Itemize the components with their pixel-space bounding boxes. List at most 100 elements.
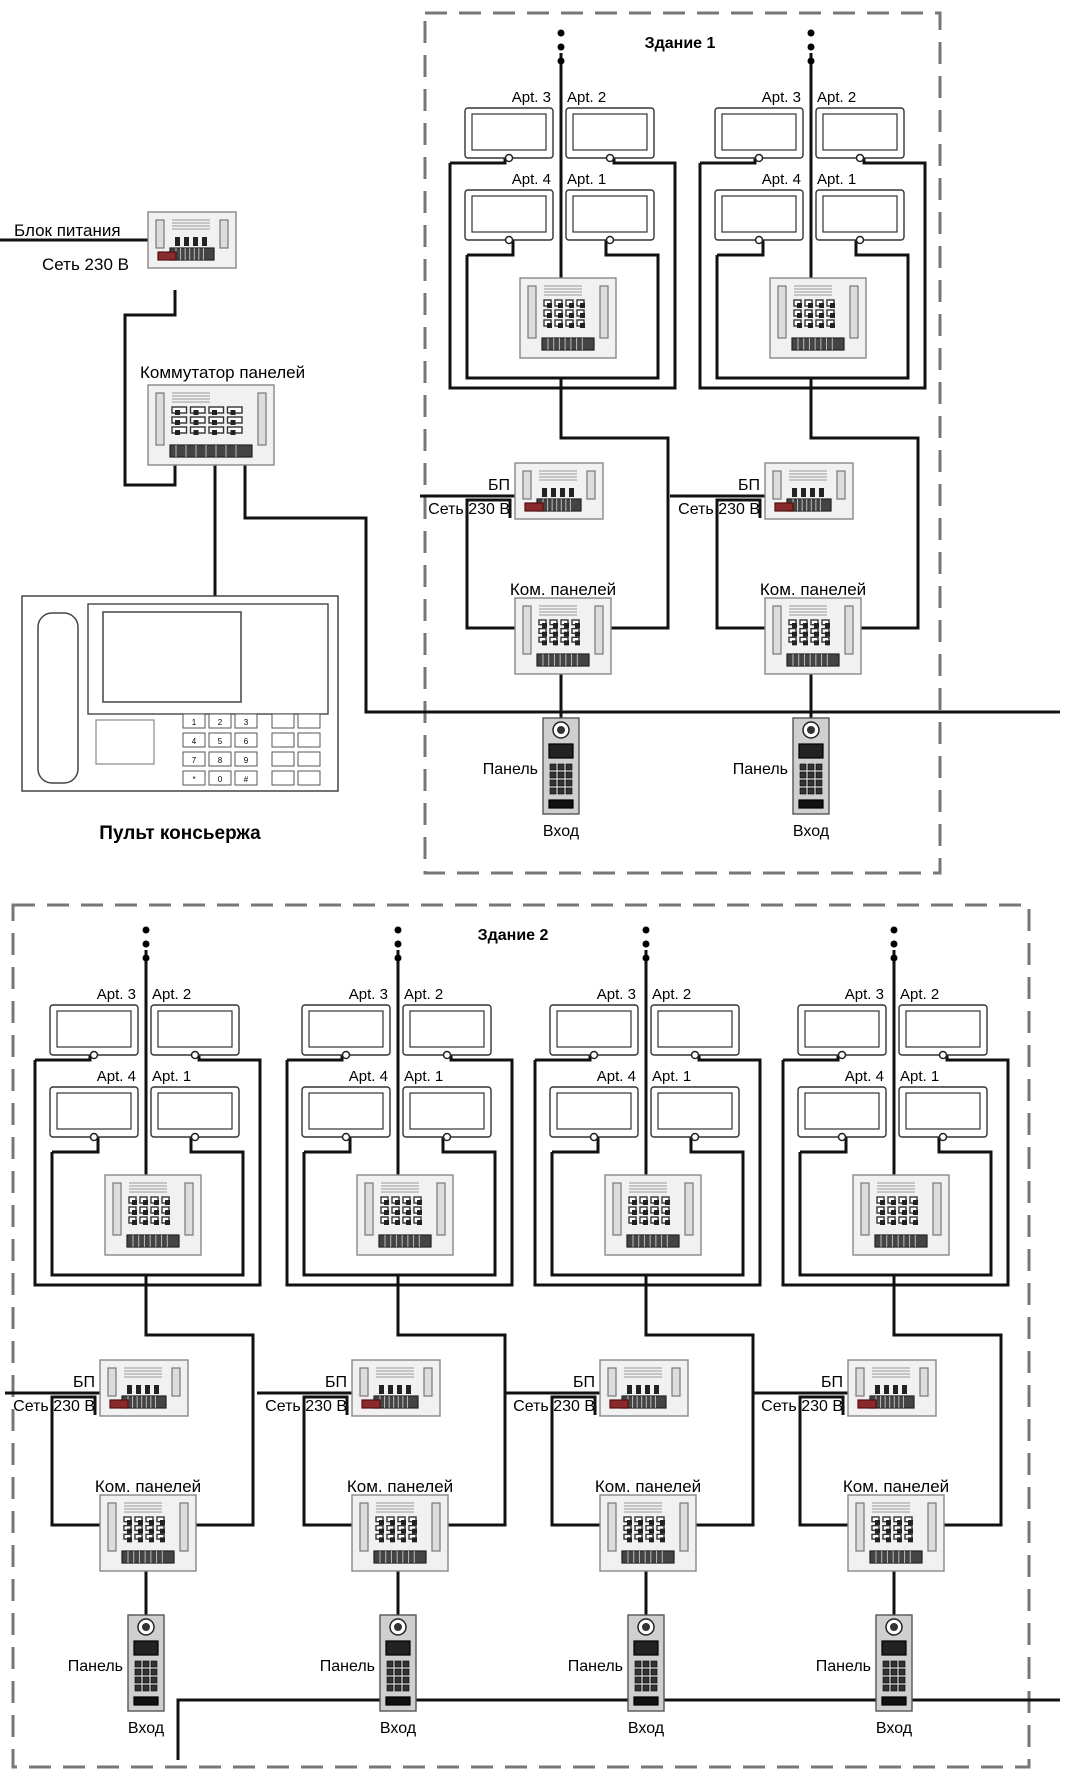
relay-contact	[202, 241, 207, 246]
wire-apt3	[783, 1055, 840, 1062]
side-rail-right	[423, 1367, 433, 1397]
label-panel-switch: Ком. панелей	[760, 580, 866, 599]
relay-contact	[165, 1220, 170, 1225]
label-apt1: Apt. 1	[567, 171, 606, 188]
keypad-key	[650, 1676, 658, 1684]
loop-inner	[302, 1137, 497, 1277]
relay-contact	[542, 640, 547, 646]
relay-contact	[803, 640, 808, 646]
label-apt3: Apt. 3	[762, 89, 801, 106]
monitor-apt4	[301, 1086, 391, 1142]
power-supply-bp	[847, 1359, 937, 1417]
console-key	[182, 751, 206, 767]
relay-contact	[825, 631, 830, 637]
relay-contact	[810, 492, 815, 497]
door-panel-display	[133, 1640, 159, 1656]
relay-contact	[792, 631, 797, 637]
side-rail-left	[155, 219, 165, 249]
relay-contact	[175, 410, 180, 415]
keypad-key	[898, 1668, 906, 1676]
relay-contact	[412, 1520, 417, 1525]
relay-contact	[395, 1220, 400, 1225]
loop-outer	[698, 158, 927, 390]
relay-contact	[127, 1528, 132, 1534]
relay-contact	[654, 1210, 659, 1215]
keypad-key	[650, 1684, 658, 1692]
relay-contact	[154, 1389, 159, 1394]
side-rail-left	[359, 1502, 369, 1552]
console-key-label: 4	[192, 737, 197, 746]
relay-contact	[384, 1220, 389, 1225]
console-key-label: 1	[192, 718, 197, 727]
monitor-apt4	[549, 1086, 639, 1142]
label-apt3: Apt. 3	[349, 986, 388, 1003]
terminal-block	[874, 1234, 928, 1248]
relay-contact	[154, 1220, 159, 1225]
relay-contact	[654, 1220, 659, 1225]
panel-switch	[764, 597, 862, 675]
monitor-screen	[721, 195, 797, 233]
keypad-key	[402, 1684, 410, 1692]
label-apt2: Apt. 2	[567, 89, 606, 106]
relay-contact	[897, 1520, 902, 1525]
relay-contact	[819, 303, 824, 308]
relay-contact	[569, 492, 574, 497]
dot	[394, 926, 402, 934]
label-apt1: Apt. 1	[652, 1068, 691, 1085]
label-mains-main: Сеть 230 В	[42, 255, 129, 274]
door-panel-display	[548, 743, 574, 759]
wire-apt4	[304, 1137, 352, 1154]
relay-contact	[913, 1210, 918, 1215]
label-panel: Панель	[816, 1658, 871, 1675]
psu-wire	[715, 498, 790, 630]
keypad-key	[898, 1676, 906, 1684]
side-rail-left	[522, 470, 532, 500]
relay-contact	[880, 1220, 885, 1225]
card-reader-pad	[95, 719, 155, 765]
distributor-4ways	[769, 277, 867, 359]
wire-apt3	[700, 158, 757, 165]
loop-inner	[798, 1137, 993, 1277]
console-key	[182, 713, 206, 729]
relay-contact	[395, 1210, 400, 1215]
relay-contact	[649, 1520, 654, 1525]
monitor-button-icon	[690, 1050, 700, 1060]
label-entrance: Вход	[380, 1720, 417, 1737]
relay-contact	[145, 1389, 150, 1394]
psu-wire	[302, 1395, 377, 1527]
keypad-key	[150, 1660, 158, 1668]
relay-contact	[553, 640, 558, 646]
relay-contact	[175, 241, 180, 246]
relay-contact	[136, 1389, 141, 1394]
terminal-block	[378, 1234, 432, 1248]
label-apt4: Apt. 4	[597, 1068, 636, 1085]
relay-contact	[797, 323, 802, 328]
relay-contact	[230, 430, 236, 435]
monitor-screen	[471, 195, 547, 233]
monitor-button-icon	[89, 1050, 99, 1060]
label-apt4: Apt. 4	[97, 1068, 136, 1085]
main-power-supply	[147, 211, 237, 269]
main-panel-switch	[147, 384, 275, 466]
relay-contact	[149, 1520, 154, 1525]
relay-contact	[390, 1520, 395, 1525]
relay-contact	[127, 1537, 132, 1543]
keypad-key	[150, 1676, 158, 1684]
dot	[642, 926, 650, 934]
monitor-apt3	[549, 1004, 639, 1060]
relay-contact	[792, 640, 797, 646]
side-rail-left	[112, 1182, 122, 1236]
dot	[142, 954, 150, 962]
side-rail-left	[607, 1367, 617, 1397]
monitor-apt2	[815, 107, 905, 163]
monitor-screen	[905, 1010, 981, 1048]
label-apt1: Apt. 1	[404, 1068, 443, 1085]
console-key	[208, 770, 232, 786]
relay-contact	[406, 1220, 411, 1225]
relay-contact	[792, 492, 797, 497]
monitor-screen	[56, 1010, 132, 1048]
keypad-key	[386, 1676, 394, 1684]
keypad-key	[890, 1660, 898, 1668]
panel-switch	[514, 597, 612, 675]
